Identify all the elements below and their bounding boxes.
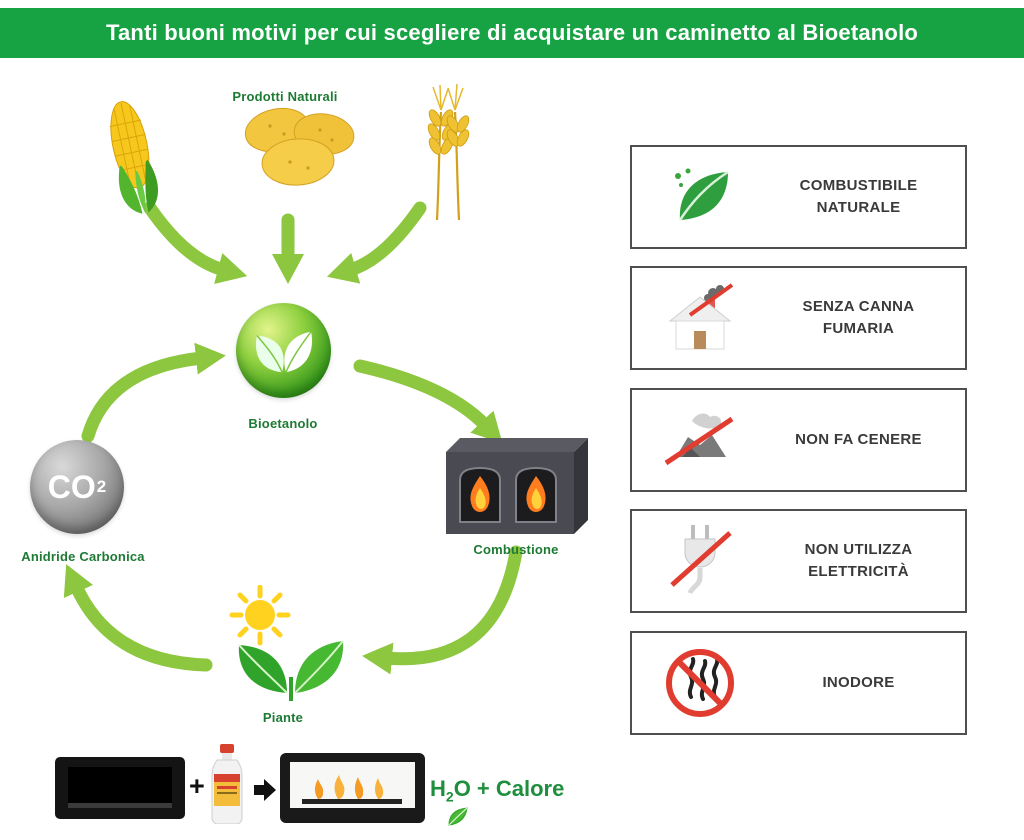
corn-icon [109,101,159,214]
result-text: H2O + Calore [430,776,564,804]
burning-fireplace-icon [280,753,425,823]
co2-sup: 2 [96,477,107,496]
no-electricity-icon [632,523,768,599]
benefit-label: INODORE [822,674,895,692]
benefit-label: COMBUSTIBILE NATURALE [799,177,918,216]
co2-label: Anidride Carbonica [21,549,145,564]
bioethanol-label: Bioetanolo [248,416,318,431]
fireplace-frame-icon [55,757,185,819]
bioethanol-bottle-icon [211,744,243,824]
result-sub: 2 [445,788,454,805]
leaves-icon [255,330,312,373]
combustion-label: Combustione [473,542,559,557]
bioethanol-sphere [236,303,331,398]
no-ash-icon [632,407,768,473]
benefit-inodore: INODORE [630,631,967,735]
benefit-non-fa-cenere: NON FA CENERE [630,388,967,492]
potatoes-icon [244,107,355,186]
fireplace-icon [446,438,588,534]
small-leaf-icon [448,807,468,826]
plant-sun-icon [229,585,344,702]
banner-title: Tanti buoni motivi per cui scegliere di … [0,8,1024,58]
leaf-icon [632,162,768,232]
co2-text: CO [47,468,96,505]
plants-label: Piante [262,710,304,725]
benefit-label: SENZA CANNA FUMARIA [802,298,915,337]
cycle-arrows [61,197,527,679]
benefit-label: NON FA CENERE [795,431,922,449]
products-label: Prodotti Naturali [232,89,338,104]
benefit-combustibile-naturale: COMBUSTIBILE NATURALE [630,145,967,249]
house-no-chimney-icon [632,283,768,353]
benefit-label: NON UTILIZZA ELETTRICITÀ [804,541,913,580]
no-odor-icon [632,647,768,719]
wheat-icon [427,83,470,221]
benefit-senza-canna-fumaria: SENZA CANNA FUMARIA [630,266,967,370]
result-h: H [430,776,446,801]
benefit-non-utilizza-elettricita: NON UTILIZZA ELETTRICITÀ [630,509,967,613]
result-rest: O + Calore [453,776,565,801]
right-arrow-icon [254,779,276,801]
plus-sign: + [189,771,205,801]
